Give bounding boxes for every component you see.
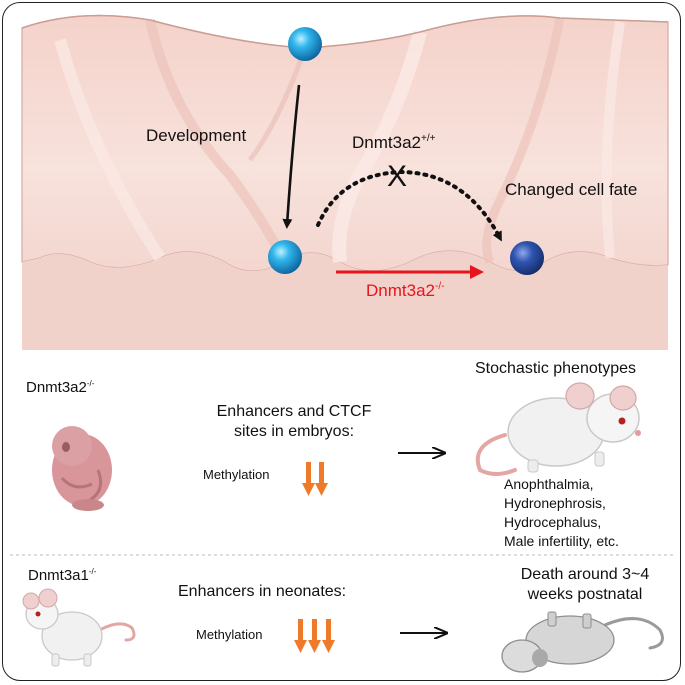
phenotype-list: Anophthalmia, Hydronephrosis, Hydrocepha… <box>504 475 619 551</box>
wildtype-superscript: +/+ <box>420 133 436 144</box>
row2-target-label: Enhancers in neonates: <box>178 583 347 600</box>
blocked-x-mark: X <box>387 160 408 193</box>
phenotype-item: Hydrocephalus, <box>504 514 602 530</box>
row1-genotype-label: Dnmt3a2-/- <box>26 379 94 396</box>
row2-outcome-line1: Death around 3~4 <box>520 566 650 583</box>
wildtype-gene: Dnmt3a2 <box>352 133 421 152</box>
epigenetic-landscape <box>21 14 669 350</box>
progenitor-cell-ball <box>288 27 322 61</box>
methylation-down-arrow <box>308 619 321 653</box>
mouse-phenotype-icon <box>475 382 641 476</box>
methylation-down-arrows-row2 <box>294 619 335 653</box>
knockout-genotype-label: Dnmt3a2-/- <box>366 281 444 301</box>
dead-mouse-icon <box>501 611 664 673</box>
changed-cell-fate-label: Changed cell fate <box>505 180 638 199</box>
methylation-down-arrows-row1 <box>302 462 328 496</box>
phenotype-item: Male infertility, etc. <box>504 533 619 549</box>
phenotype-item: Anophthalmia, <box>504 476 594 492</box>
development-arrow <box>282 84 301 229</box>
wildtype-genotype-label: Dnmt3a2+/+ <box>352 133 435 153</box>
row2-methylation-label: Methylation <box>196 627 263 642</box>
methylation-down-arrow <box>322 619 335 653</box>
row1-gene-superscript: -/- <box>86 379 95 388</box>
methylation-down-arrow <box>315 462 328 496</box>
differentiated-cell-ball <box>268 240 302 274</box>
embryo-icon <box>52 426 112 511</box>
methylation-down-arrow <box>302 462 315 496</box>
row2-outcome-line2: weeks postnatal <box>527 586 643 603</box>
row1-gene: Dnmt3a2 <box>26 379 87 396</box>
changed-fate-cell-ball <box>510 241 544 275</box>
row2-gene: Dnmt3a1 <box>28 567 89 584</box>
phenotype-item: Hydronephrosis, <box>504 495 606 511</box>
knockout-gene: Dnmt3a2 <box>366 281 435 300</box>
blocked-fate-arrow <box>316 169 502 242</box>
row2-outcome-label: Death around 3~4 weeks postnatal <box>500 565 670 605</box>
row1-target-label: Enhancers and CTCF sites in embryos: <box>194 402 394 442</box>
row1-methylation-label: Methylation <box>203 467 270 482</box>
knockout-superscript: -/- <box>434 281 445 292</box>
development-label: Development <box>146 126 247 145</box>
row2-gene-superscript: -/- <box>88 567 97 576</box>
methylation-down-arrow <box>294 619 307 653</box>
mouse-dnmt3a1-icon <box>22 588 136 667</box>
row2-genotype-label: Dnmt3a1-/- <box>28 567 96 584</box>
row1-outcome-title: Stochastic phenotypes <box>475 360 636 377</box>
row1-target-line1: Enhancers and CTCF <box>216 403 372 420</box>
row1-target-line2: sites in embryos: <box>233 423 355 440</box>
